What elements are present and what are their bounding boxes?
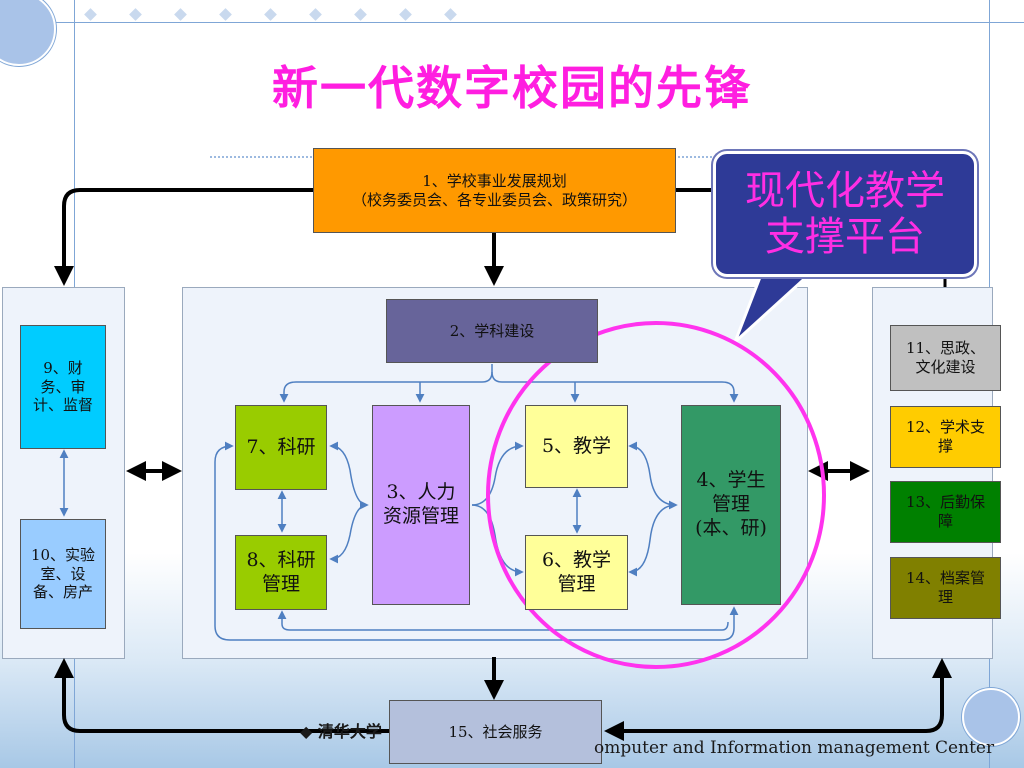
box-2-discipline: 2、学科建设 bbox=[386, 299, 598, 363]
highlight-circle bbox=[486, 321, 826, 669]
link-teaching-mgmt-student bbox=[628, 504, 677, 577]
top-rule bbox=[0, 22, 1024, 23]
callout-teaching-platform: 现代化教学支撑平台 bbox=[713, 151, 977, 277]
box-7-research: 7、科研 bbox=[235, 405, 327, 490]
loop-research-student bbox=[214, 441, 739, 641]
box-11-culture: 11、思政、文化建设 bbox=[890, 325, 1001, 391]
box-4-student: 4、学生管理(本、研) bbox=[681, 405, 781, 605]
slide-title: 新一代数字校园的先锋 bbox=[272, 61, 752, 115]
arrow-plan-to-finance bbox=[54, 188, 313, 286]
footer-university: ◆ 清华大学 bbox=[300, 722, 382, 741]
box-14-archives: 14、档案管理 bbox=[890, 557, 1001, 619]
loop-research-mgmt bbox=[277, 610, 729, 631]
box-9-finance: 9、财务、审计、监督 bbox=[20, 325, 106, 449]
footer-center-name: omputer and Information management Cente… bbox=[594, 738, 995, 758]
box-15-social-service: 15、社会服务 bbox=[389, 700, 602, 764]
arrow-service-to-right bbox=[604, 658, 952, 741]
branch-to-research bbox=[279, 364, 493, 403]
corner-circle-bottom-right bbox=[962, 688, 1020, 746]
link-hr-teaching-mgmt bbox=[471, 504, 524, 577]
box-8-research-mgmt: 8、科研管理 bbox=[235, 535, 327, 610]
arrow-service-to-left bbox=[54, 658, 389, 733]
link-research-hr bbox=[329, 441, 369, 510]
box-6-teaching-mgmt: 6、教学管理 bbox=[525, 535, 628, 610]
branch-to-student bbox=[491, 371, 739, 403]
link-teaching-student bbox=[628, 441, 678, 510]
box-1-development-plan: 1、学校事业发展规划（校务委员会、各专业委员会、政策研究） bbox=[313, 148, 676, 233]
box-5-teaching: 5、教学 bbox=[525, 405, 628, 488]
link-hr-teaching bbox=[471, 441, 524, 506]
callout-tail bbox=[733, 270, 816, 344]
box-13-logistics: 13、后勤保障 bbox=[890, 481, 1001, 543]
link-research-mgmt-hr bbox=[329, 504, 368, 564]
box-12-academic-support: 12、学术支撑 bbox=[890, 406, 1001, 468]
box-3-hr: 3、人力资源管理 bbox=[372, 405, 470, 605]
box-10-lab: 10、实验室、设备、房产 bbox=[20, 519, 106, 629]
